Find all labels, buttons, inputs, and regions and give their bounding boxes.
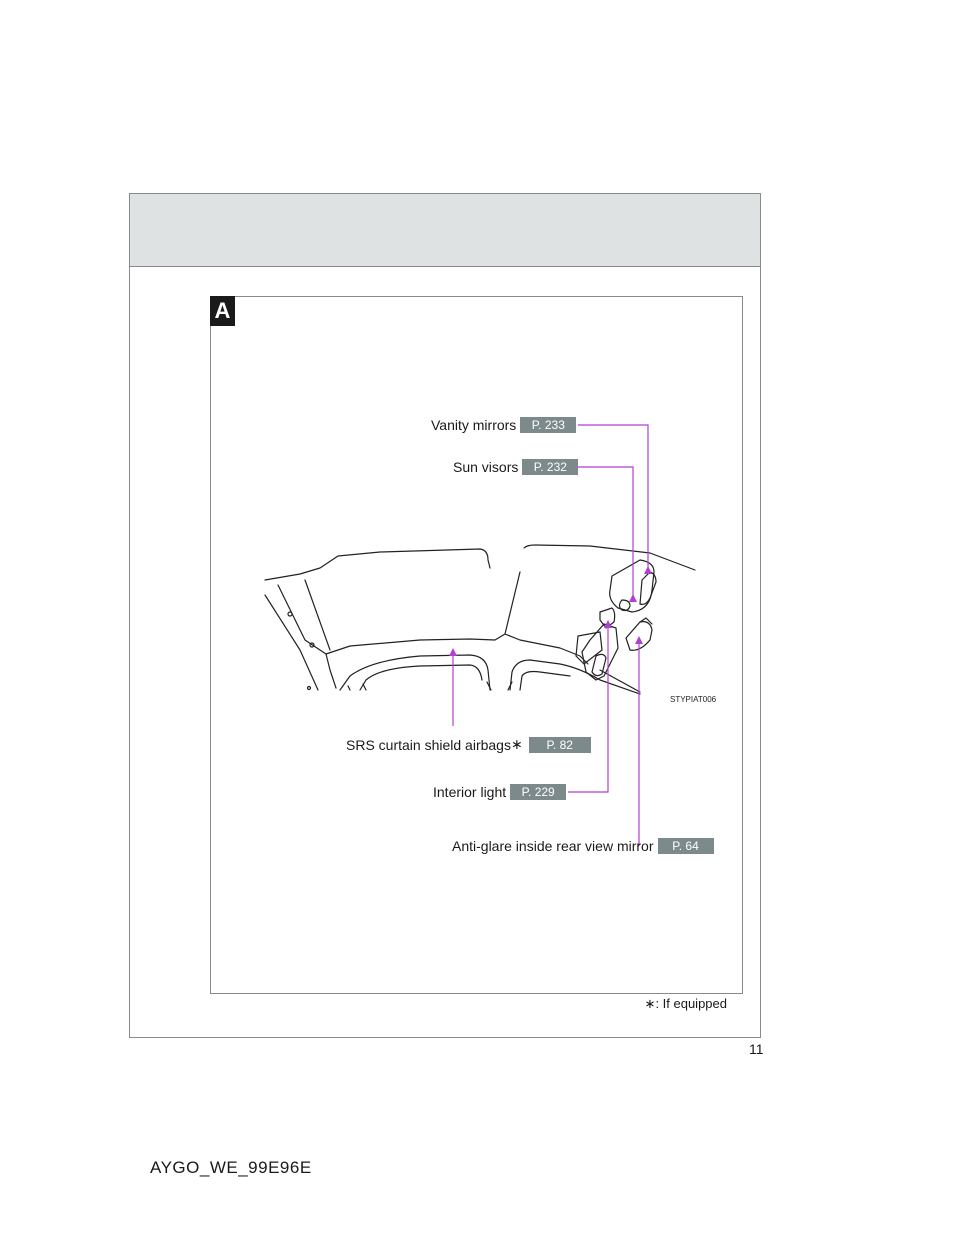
interior-light-label: Interior light — [433, 784, 507, 800]
sun-visors-label: Sun visors — [453, 459, 519, 475]
left-pillar-inner — [277, 584, 337, 689]
interior-light-page-ref[interactable]: P. 229 — [510, 784, 567, 800]
footnote-marker: ∗ — [644, 996, 656, 1011]
callout-vanity-mirrors: Vanity mirrors P. 233 — [431, 417, 577, 433]
leader-vanity-mirrors — [578, 424, 649, 570]
section-badge: A — [210, 296, 235, 326]
windshield-frame-right — [509, 659, 641, 695]
light-lens — [591, 653, 607, 677]
sun-visor — [609, 559, 655, 613]
vanity-mirror — [639, 571, 657, 605]
illustration-panel — [210, 296, 743, 994]
leader-lines — [452, 424, 649, 846]
leader-sun-visors — [578, 466, 634, 598]
callout-sun-visors: Sun visors P. 232 — [453, 459, 579, 475]
windshield-inner-right — [519, 670, 571, 691]
mirror-mount — [639, 617, 653, 625]
page-number: 11 — [749, 1041, 764, 1057]
vanity-mirrors-page-ref[interactable]: P. 233 — [520, 417, 577, 433]
anti-glare-mirror-label: Anti-glare inside rear view mirror — [452, 838, 654, 854]
callout-anti-glare-mirror: Anti-glare inside rear view mirror P. 64 — [452, 838, 714, 854]
left-pillar — [264, 594, 319, 691]
callout-srs-curtain-airbags: SRS curtain shield airbags ∗ P. 82 — [346, 736, 591, 753]
visor-clip — [618, 599, 631, 612]
console-panel — [575, 631, 603, 665]
left-pillar-edge — [304, 579, 331, 651]
vanity-mirrors-label: Vanity mirrors — [431, 417, 517, 433]
windshield-inner — [359, 664, 483, 691]
callout-interior-light: Interior light P. 229 — [433, 784, 567, 800]
anti-glare-mirror-page-ref[interactable]: P. 64 — [657, 838, 714, 854]
windshield-frame — [339, 654, 491, 691]
sun-visors-page-ref[interactable]: P. 232 — [522, 459, 579, 475]
image-code: STYPIAT006 — [670, 695, 717, 704]
leader-interior-light — [568, 624, 609, 793]
footnote-text: : If equipped — [655, 996, 727, 1011]
footnote: ∗: If equipped — [645, 996, 727, 1012]
headliner-edge — [325, 571, 521, 655]
srs-curtain-label: SRS curtain shield airbags — [346, 736, 511, 753]
srs-curtain-page-ref[interactable]: P. 82 — [528, 736, 591, 753]
equipped-marker: ∗ — [510, 736, 523, 752]
console-line — [599, 669, 641, 693]
roof-outline-right — [523, 544, 696, 571]
rear-view-mirror — [625, 621, 653, 651]
header-band — [130, 194, 760, 267]
page-frame — [129, 193, 761, 1038]
headliner-right — [504, 633, 589, 665]
leader-arrowheads — [449, 566, 652, 656]
roof-outline — [264, 548, 491, 581]
document-code: AYGO_WE_99E96E — [150, 1158, 312, 1177]
